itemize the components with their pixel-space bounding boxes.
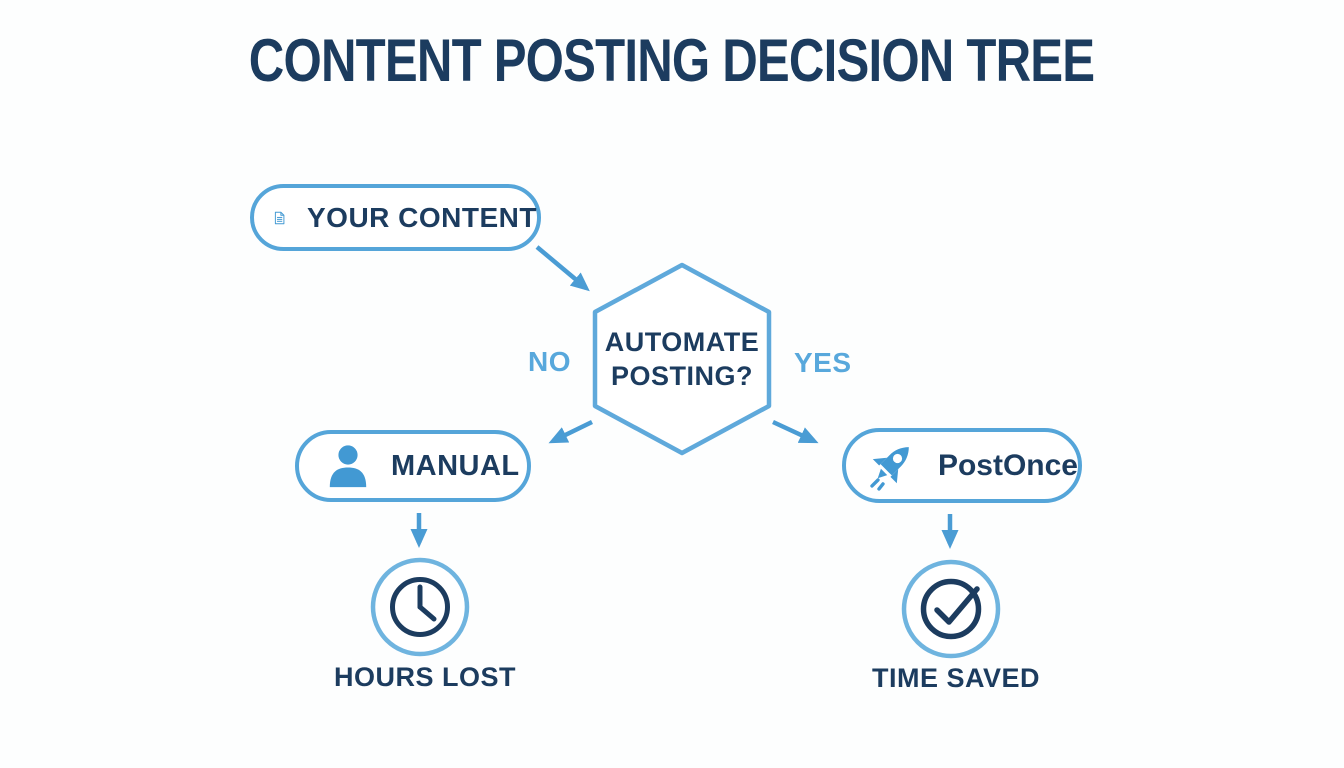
page-title-wrap: CONTENT POSTING DECISION TREE	[0, 26, 1344, 95]
page-title: CONTENT POSTING DECISION TREE	[249, 27, 1095, 94]
hexagon-shape	[592, 262, 772, 456]
node-manual: MANUAL	[295, 430, 531, 502]
check-circle-icon	[901, 559, 1001, 659]
node-postonce-label: PostOnce	[937, 448, 1078, 482]
rocket-icon	[870, 446, 909, 491]
node-postonce: PostOnce	[842, 428, 1082, 503]
node-decision-label: AUTOMATE POSTING?	[604, 327, 760, 391]
node-decision-hexagon: AUTOMATE POSTING?	[592, 262, 772, 456]
node-your-content-label: YOUR CONTENT	[307, 201, 537, 233]
arrow-decision-to-postonce	[772, 419, 819, 444]
document-icon	[274, 211, 285, 224]
arrow-decision-to-manual	[548, 419, 593, 444]
branch-label-no: NO	[528, 346, 571, 377]
branch-label-yes: YES	[794, 347, 852, 378]
clock-icon	[370, 557, 470, 657]
outcome-hours-lost-label: HOURS LOST	[334, 662, 517, 692]
person-icon	[329, 445, 367, 488]
node-manual-label: MANUAL	[391, 449, 520, 482]
outcome-time-saved-label: TIME SAVED	[871, 663, 1040, 693]
arrow-content-to-decision	[535, 245, 590, 292]
node-your-content: YOUR CONTENT	[250, 184, 541, 251]
